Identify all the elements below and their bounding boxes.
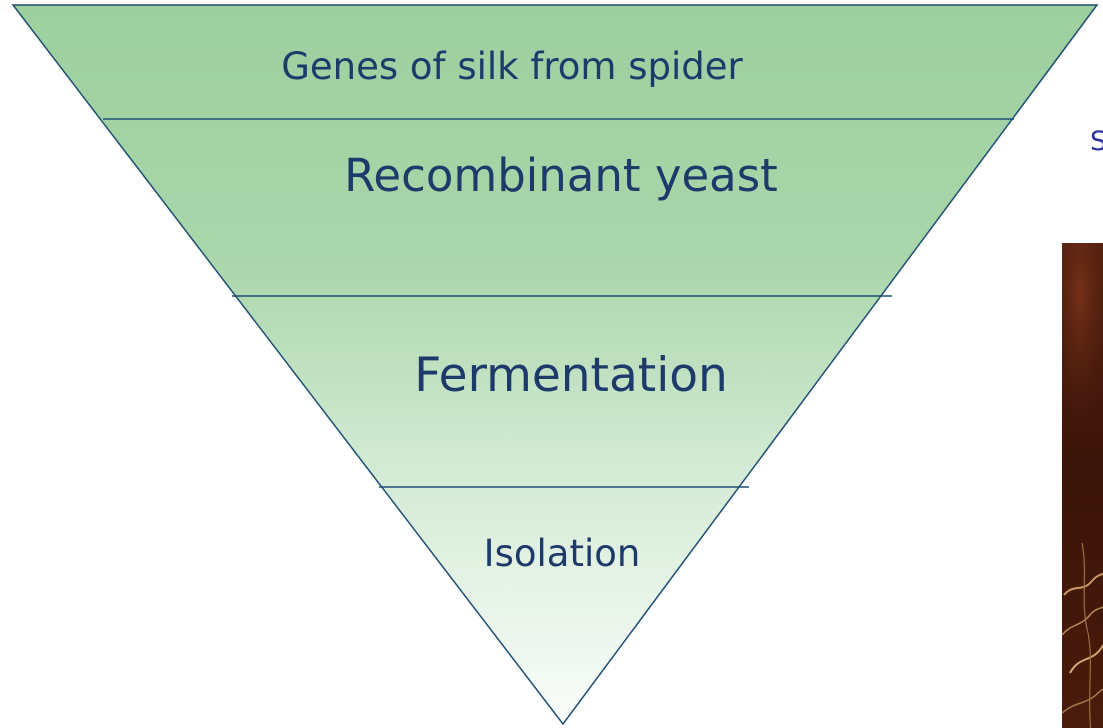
funnel-level-1-label: Genes of silk from spider xyxy=(281,45,743,88)
funnel-level-3-label: Fermentation xyxy=(414,348,728,403)
spider-silk-photo-image xyxy=(1062,243,1103,728)
spider-silk-photo xyxy=(1062,243,1103,728)
side-caption-text: S xyxy=(1090,128,1103,155)
funnel-level-2-label: Recombinant yeast xyxy=(344,149,778,202)
funnel-level-4-label: Isolation xyxy=(484,532,641,575)
